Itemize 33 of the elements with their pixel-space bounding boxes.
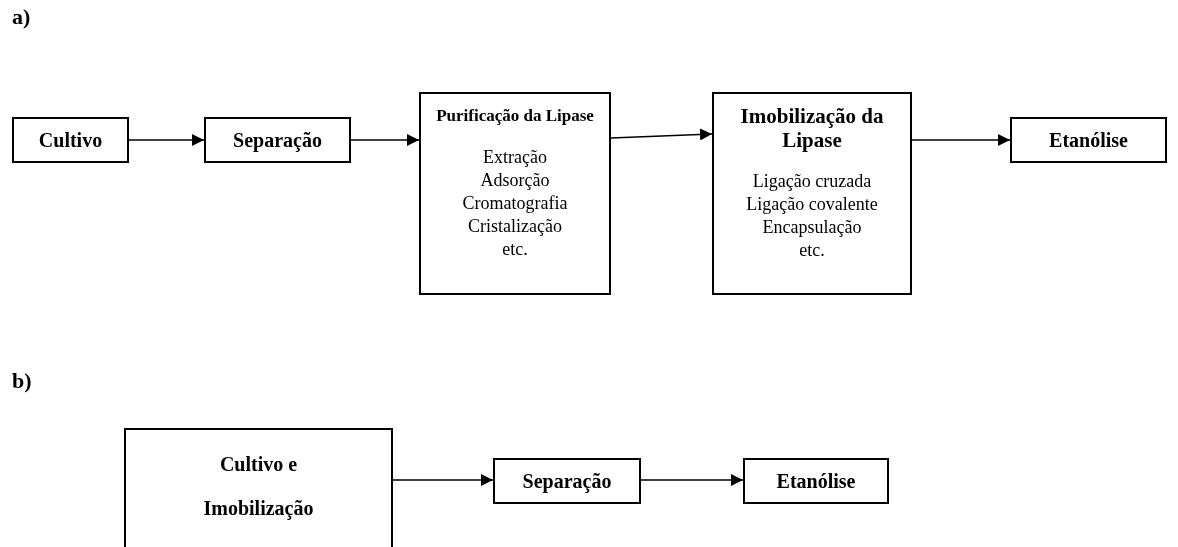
step-title: Cultivo e Imobilização <box>202 452 315 522</box>
step-title: Separação <box>522 469 612 493</box>
process-box <box>1010 117 1167 163</box>
arrow <box>911 134 1011 146</box>
method-item: etc. <box>799 239 825 262</box>
method-item: etc. <box>502 238 528 261</box>
process-box <box>712 92 912 295</box>
process-box <box>204 117 351 163</box>
step-title: Etanólise <box>776 469 856 493</box>
process-box <box>493 458 641 504</box>
process-box <box>12 117 129 163</box>
step-title: Imobilização da Lipase <box>739 104 885 152</box>
process-box <box>124 428 393 547</box>
method-item: Extração <box>483 146 547 169</box>
arrow <box>350 134 420 146</box>
arrow <box>610 128 713 141</box>
method-item: Cristalização <box>468 215 562 238</box>
step-title: Cultivo <box>38 128 103 152</box>
process-box <box>419 92 611 295</box>
step-title: Separação <box>233 128 322 152</box>
arrow <box>392 474 494 486</box>
panel-label: a) <box>12 4 31 30</box>
method-item: Cromatografia <box>462 192 568 215</box>
arrow <box>640 474 744 486</box>
panel-label: b) <box>12 368 32 394</box>
method-item: Adsorção <box>480 169 550 192</box>
method-item: Ligação covalente <box>746 193 878 216</box>
method-item: Encapsulação <box>762 216 862 239</box>
arrow <box>128 134 205 146</box>
step-title: Etanólise <box>1049 128 1128 152</box>
method-item: Ligação cruzada <box>752 170 872 193</box>
step-title: Purificação da Lipase <box>436 105 594 127</box>
process-box <box>743 458 889 504</box>
